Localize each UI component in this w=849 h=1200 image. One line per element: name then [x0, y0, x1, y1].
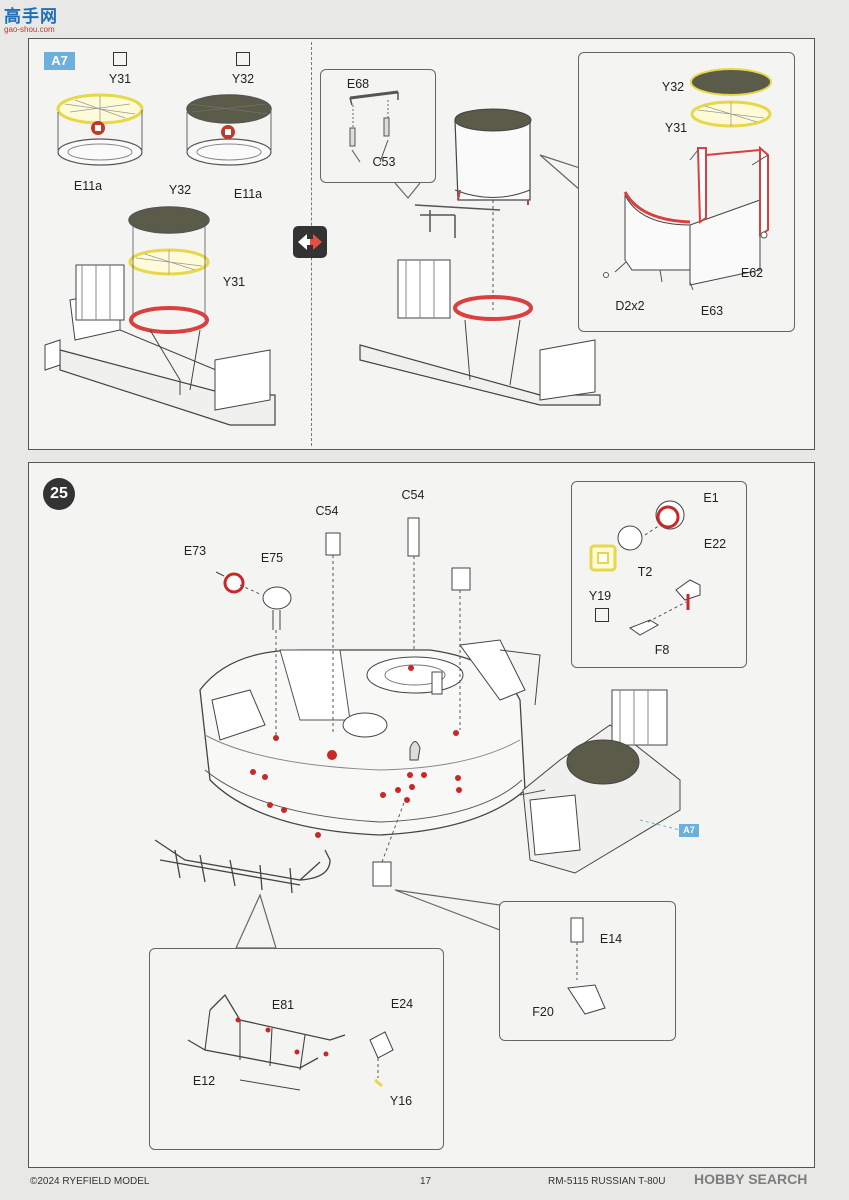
detail-e81-e12-box	[149, 948, 444, 1150]
detail-e68-c53-box	[320, 69, 436, 183]
label-e73: E73	[183, 544, 207, 558]
label-c54-a: C54	[315, 504, 339, 518]
label-e22: E22	[703, 537, 727, 551]
label-f20: F20	[532, 1005, 554, 1019]
site-watermark: 高手网 gao-shou.com	[4, 2, 58, 34]
cement-icon-y32	[236, 52, 250, 66]
label-c54-b: C54	[401, 488, 425, 502]
label-y31-b: Y31	[222, 275, 246, 289]
detail-e62-e63-box	[578, 52, 795, 332]
label-e68: E68	[346, 77, 370, 91]
label-a7-ref: A7	[679, 824, 699, 837]
label-y32-a: Y32	[231, 72, 255, 86]
label-e75: E75	[260, 551, 284, 565]
label-e11a-a: E11a	[73, 179, 103, 193]
label-e81: E81	[271, 998, 295, 1012]
detail-e14-f20-box	[499, 901, 676, 1041]
label-c53: C53	[372, 155, 396, 169]
cement-icon-y31	[113, 52, 127, 66]
step-25-number: 25	[43, 478, 75, 510]
label-t2: T2	[637, 565, 653, 579]
site-watermark-brand: 高手网	[4, 7, 58, 27]
label-e12: E12	[192, 1074, 216, 1088]
step-a7-badge: A7	[44, 52, 75, 70]
label-y19: Y19	[588, 589, 612, 603]
label-e62: E62	[740, 266, 764, 280]
label-e24: E24	[390, 997, 414, 1011]
footer-copyright: ©2024 RYEFIELD MODEL	[30, 1176, 150, 1187]
label-y16: Y16	[389, 1094, 413, 1108]
footer-kit-title: RM-5115 RUSSIAN T-80U	[548, 1176, 666, 1187]
label-e1: E1	[703, 491, 719, 505]
footer-page-number: 17	[420, 1176, 432, 1187]
label-y32-b: Y32	[168, 183, 192, 197]
site-watermark-url: gao-shou.com	[4, 25, 55, 34]
cement-icon-y19	[595, 608, 609, 622]
footer-watermark: HOBBY SEARCH	[694, 1171, 808, 1187]
label-y31-c: Y31	[664, 121, 688, 135]
label-y32-c: Y32	[661, 80, 685, 94]
label-e63: E63	[700, 304, 724, 318]
label-d2x2: D2x2	[615, 299, 645, 313]
label-e14: E14	[599, 932, 623, 946]
label-y31-a: Y31	[108, 72, 132, 86]
swap-arrow-icon	[293, 226, 327, 258]
label-f8: F8	[654, 643, 670, 657]
label-e11a-b: E11a	[233, 187, 263, 201]
